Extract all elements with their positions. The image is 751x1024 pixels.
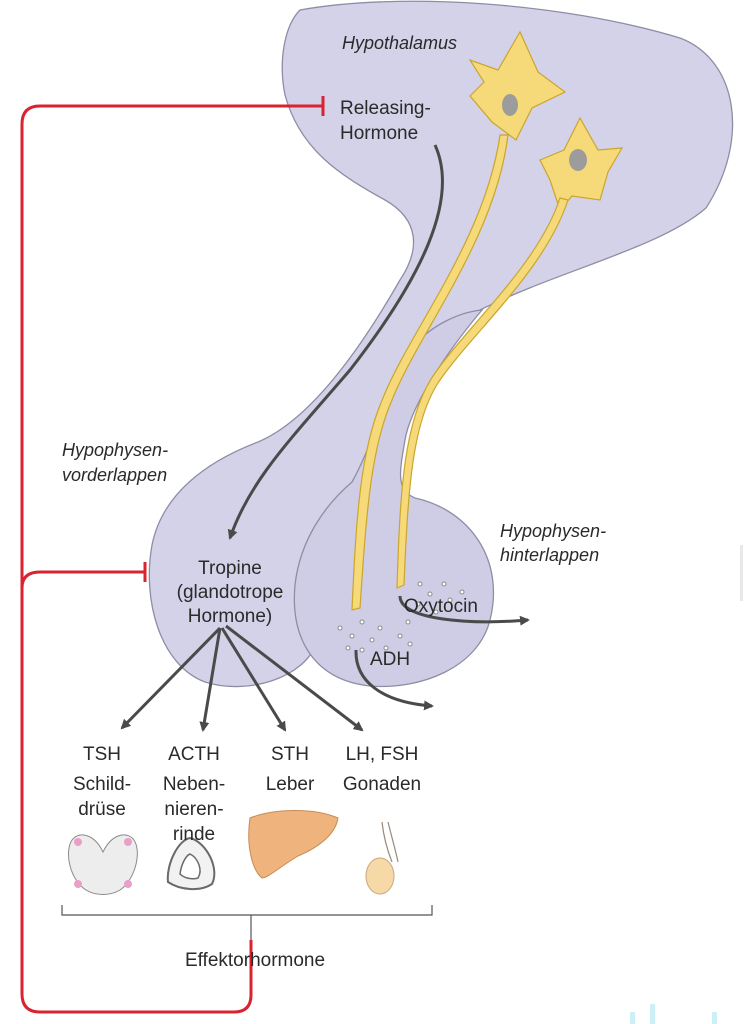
target-organ-sth-1: Leber	[266, 774, 315, 795]
adrenal-icon	[166, 836, 216, 890]
target-organ-tsh-2: drüse	[78, 799, 126, 820]
label-hvl-2: vorderlappen	[62, 465, 167, 485]
secretion-arrows	[120, 144, 530, 732]
edge-artifact	[650, 1004, 655, 1024]
label-hypothalamus: Hypothalamus	[342, 33, 457, 53]
target-organ-acth-2: nieren-	[164, 799, 223, 820]
label-tropine-2: (glandotrope	[177, 582, 284, 603]
label-hhl-2: hinterlappen	[500, 545, 599, 565]
neuron-1	[351, 30, 567, 611]
edge-artifact	[712, 1012, 717, 1024]
label-adh: ADH	[370, 649, 410, 670]
label-releasing-1: Releasing-	[340, 98, 431, 119]
label-hvl-1: Hypophysen-	[62, 440, 168, 460]
liver-icon	[248, 810, 339, 879]
label-tropine-3: Hormone)	[188, 606, 272, 627]
target-hormone-lhfsh: LH, FSH	[346, 744, 419, 765]
target-hormone-sth: STH	[271, 744, 309, 765]
testis-icon	[365, 821, 399, 895]
hormone-granules	[337, 581, 465, 653]
thyroid-icon	[68, 834, 138, 895]
label-hhl-1: Hypophysen-	[500, 521, 606, 541]
label-effektorhormone: Effektorhormone	[185, 950, 325, 971]
feedback-loop	[20, 96, 325, 1014]
effector-bracket	[61, 905, 433, 940]
target-organ-tsh-1: Schild-	[73, 774, 131, 795]
target-hormone-acth: ACTH	[168, 744, 220, 765]
target-organ-acth-1: Neben-	[163, 774, 225, 795]
label-oxytocin: Oxytocin	[404, 596, 478, 617]
neuron-2	[396, 116, 624, 589]
target-organ-lhfsh-1: Gonaden	[343, 774, 421, 795]
edge-artifact	[740, 545, 743, 601]
edge-artifact	[630, 1012, 635, 1024]
label-releasing-2: Hormone	[340, 123, 418, 144]
label-tropine-1: Tropine	[198, 558, 262, 579]
target-organ-acth-3: rinde	[173, 824, 215, 845]
target-hormone-tsh: TSH	[83, 744, 121, 765]
